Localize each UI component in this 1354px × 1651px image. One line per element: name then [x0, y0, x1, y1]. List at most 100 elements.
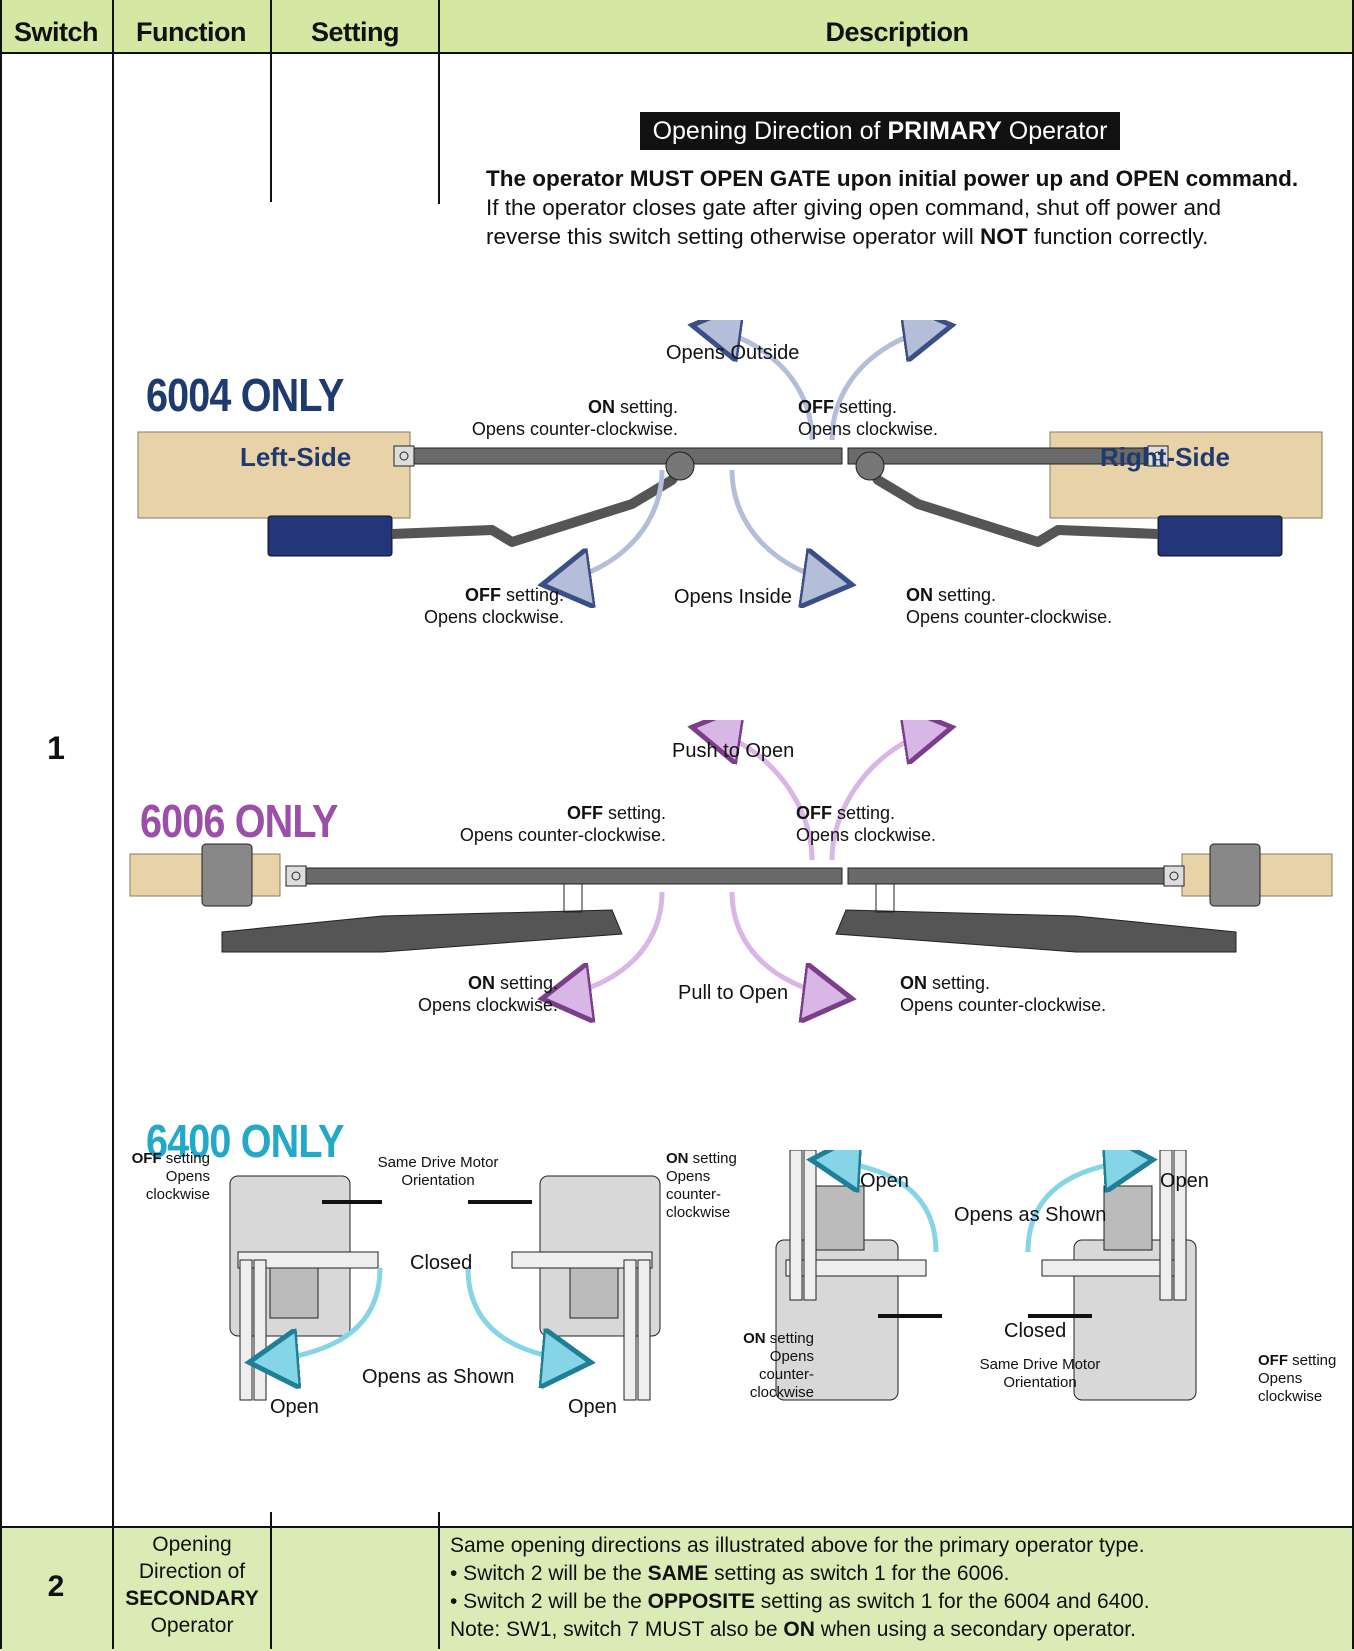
header-band: [0, 0, 1354, 54]
unit-a2-post: [623, 1259, 637, 1401]
note-6004-lower-right: ON setting. Opens counter-clockwise.: [906, 584, 1186, 628]
label-line2: Opens: [666, 1168, 711, 1185]
title-6400: 6400 ONLY: [146, 1115, 344, 1167]
table-border-right: [1352, 0, 1354, 1649]
row2-divider-d: [438, 1526, 440, 1649]
left-arm-6004: [391, 461, 687, 547]
left-hinge-6006: [285, 865, 307, 887]
column-divider-switch: [112, 0, 114, 1649]
left-operator-6006: [221, 909, 623, 953]
header-function: Function: [136, 17, 246, 47]
label-bold: OFF: [131, 1150, 162, 1167]
left-hinge-pin-6006: [291, 871, 301, 881]
note-line2: Opens counter-clockwise.: [471, 419, 678, 439]
arc-a-left: [254, 1267, 383, 1362]
arc-lower-left-6004: [547, 469, 665, 584]
left-gate-6006: [305, 867, 843, 885]
note-rest: setting.: [927, 973, 991, 993]
unit-a2-arm: [511, 1251, 653, 1269]
column-divider-function: [270, 0, 272, 202]
left-bracket-6006: [201, 843, 253, 907]
unit-b1-post2: [803, 1150, 817, 1301]
primary-banner: Opening Direction of PRIMARY Operator: [640, 112, 1120, 150]
right-hinge-6006: [1163, 865, 1185, 887]
note-6004-upper-right: OFF setting. Opens clockwise.: [798, 396, 1038, 440]
table-border-left: [0, 0, 2, 1649]
desc-post: setting as switch 1 for the 6004 and 640…: [754, 1590, 1150, 1613]
warning-text: The operator MUST OPEN GATE upon initial…: [486, 164, 1346, 251]
function-line3: SECONDARY: [125, 1587, 259, 1610]
desc-pre: • Switch 2 will be the: [450, 1590, 648, 1613]
row2-band: [0, 1526, 1354, 1651]
arc-lower-right-6006: [729, 891, 847, 998]
label-6400-a-opens-as-shown: Opens as Shown: [362, 1366, 515, 1388]
left-hinge-6004: [393, 445, 415, 467]
desc-bold: SAME: [647, 1562, 709, 1585]
label-line3: counter-: [666, 1186, 722, 1203]
label-line2: Orientation: [1003, 1374, 1077, 1391]
left-side-label: Left-Side: [240, 442, 352, 472]
note-6006-upper-left: OFF setting. Opens counter-clockwise.: [400, 802, 666, 846]
arc-b-right: [1025, 1160, 1148, 1253]
label-line1: Same Drive Motor: [979, 1356, 1101, 1373]
unit-b1-motor: [815, 1185, 865, 1251]
label-rest: setting: [688, 1150, 737, 1167]
note-line2: Opens clockwise.: [417, 995, 558, 1015]
function-line4: Operator: [150, 1614, 234, 1637]
left-post-6004: [137, 431, 411, 519]
label-6400-b-on: ON setting Opens counter- clockwise: [724, 1330, 814, 1402]
row2-divider-b: [112, 1526, 114, 1649]
left-strut-6006: [563, 883, 583, 913]
banner-post: Operator: [1001, 117, 1108, 145]
arc-upper-left-6006: [697, 728, 815, 861]
desc-line1: Same opening directions as illustrated a…: [450, 1534, 1145, 1557]
label-6400-b-open-left: Open: [860, 1170, 909, 1192]
row2-function: Opening Direction of SECONDARY Operator: [114, 1531, 270, 1639]
note-rest: setting.: [602, 803, 666, 823]
note-bold: ON: [906, 585, 933, 605]
diagram-6006: [129, 720, 1333, 1030]
label-line1: Same Drive Motor: [377, 1154, 499, 1171]
row2-switch-number: 2: [47, 1570, 65, 1603]
right-operator-6006: [835, 909, 1237, 953]
label-6400-a-open-right: Open: [568, 1396, 617, 1418]
label-6400-b-open-right: Open: [1160, 1170, 1209, 1192]
label-line4: clockwise: [749, 1384, 814, 1401]
pull-to-open-label: Pull to Open: [678, 982, 789, 1004]
warning-line3-bold: NOT: [979, 224, 1028, 249]
function-line1: Opening: [152, 1533, 232, 1556]
row2-divider-e: [1352, 1526, 1354, 1649]
note-rest: setting.: [500, 585, 564, 605]
warning-line3: reverse this switch setting otherwise op…: [486, 222, 1346, 251]
note-line2: Opens counter-clockwise.: [900, 995, 1107, 1015]
note-bold: ON: [467, 973, 495, 993]
row2-divider-a: [0, 1526, 2, 1649]
label-line3: clockwise: [145, 1186, 210, 1203]
label-line2: Opens: [769, 1348, 814, 1365]
note-bold: ON: [900, 973, 927, 993]
desc-line3: • Switch 2 will be the OPPOSITE setting …: [450, 1588, 1346, 1616]
right-hinge-6004: [1147, 445, 1169, 467]
note-bold: OFF: [566, 803, 603, 823]
unit-a1-arm: [237, 1251, 379, 1269]
arc-b-left: [816, 1160, 939, 1253]
note-6004-lower-left: OFF setting. Opens clockwise.: [380, 584, 564, 628]
desc-line4: Note: SW1, switch 7 MUST also be ON when…: [450, 1616, 1346, 1644]
left-gate-6004: [411, 447, 843, 465]
unit-b2-post: [1159, 1150, 1173, 1301]
header-setting: Setting: [311, 17, 400, 47]
row2-description: Same opening directions as illustrated a…: [450, 1532, 1346, 1644]
note-bold: OFF: [464, 585, 501, 605]
row2-divider-c: [270, 1526, 272, 1649]
note-6006-lower-right: ON setting. Opens counter-clockwise.: [900, 972, 1180, 1016]
right-arm-bracket-6004: [855, 451, 885, 481]
unit-b1-post: [789, 1150, 803, 1301]
label-line3: counter-: [758, 1366, 814, 1383]
unit-b1-arm: [785, 1259, 927, 1277]
unit-b2-post2: [1173, 1150, 1187, 1301]
note-line2: Opens counter-clockwise.: [459, 825, 666, 845]
warning-line3-pre: reverse this switch setting otherwise op…: [486, 224, 980, 249]
warning-line1: The operator MUST OPEN GATE upon initial…: [486, 166, 1299, 191]
note-rest: setting.: [832, 803, 896, 823]
unit-a1-post: [239, 1259, 253, 1401]
